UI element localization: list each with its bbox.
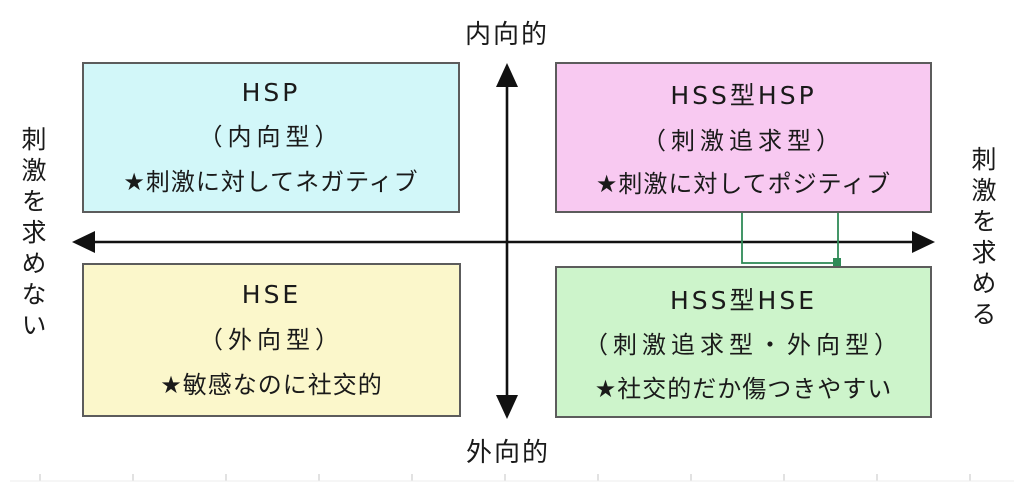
left-arrowhead-icon (72, 231, 95, 253)
axis-label-seeking-stimulation: 刺激を求める (968, 146, 997, 332)
quadrant-note: ★敏感なのに社交的 (160, 371, 383, 400)
right-arrowhead-icon (912, 231, 935, 253)
quadrant-subtitle: （刺激追求型・外向型） (584, 331, 903, 359)
top-arrowhead-icon (496, 63, 518, 87)
bottom-tick-marks (10, 474, 1014, 482)
quadrant-title: HSS型HSP (670, 81, 817, 111)
quadrant-hsp: HSP （内向型） ★刺激に対してネガティブ (82, 62, 460, 213)
quadrant-subtitle: （外向型） (199, 325, 344, 354)
axis-label-introverted: 内向的 (464, 20, 550, 50)
quadrant-title: HSP (241, 78, 301, 107)
quadrant-subtitle: （内向型） (198, 123, 344, 151)
quadrant-hss-hsp: HSS型HSP （刺激追求型） ★刺激に対してポジティブ (555, 62, 932, 213)
axis-label-not-seeking-stimulation: 刺激を求めない (18, 126, 47, 343)
connector-handle (833, 258, 841, 266)
quadrant-title: HSE (241, 279, 302, 309)
quadrant-title: HSS型HSE (669, 285, 817, 315)
quadrant-subtitle: （刺激追求型） (642, 126, 845, 155)
quadrant-note: ★刺激に対してネガティブ (123, 168, 419, 196)
quadrant-hss-hse: HSS型HSE （刺激追求型・外向型） ★社交的だか傷つきやすい (555, 266, 932, 418)
quadrant-hse: HSE （外向型） ★敏感なのに社交的 (82, 263, 461, 417)
quadrant-note: ★刺激に対してポジティブ (595, 169, 892, 198)
axis-label-extroverted: 外向的 (465, 438, 551, 468)
bottom-arrowhead-icon (496, 395, 518, 419)
connector-rectangle (741, 211, 839, 264)
quadrant-note: ★社交的だか傷つきやすい (594, 374, 893, 403)
